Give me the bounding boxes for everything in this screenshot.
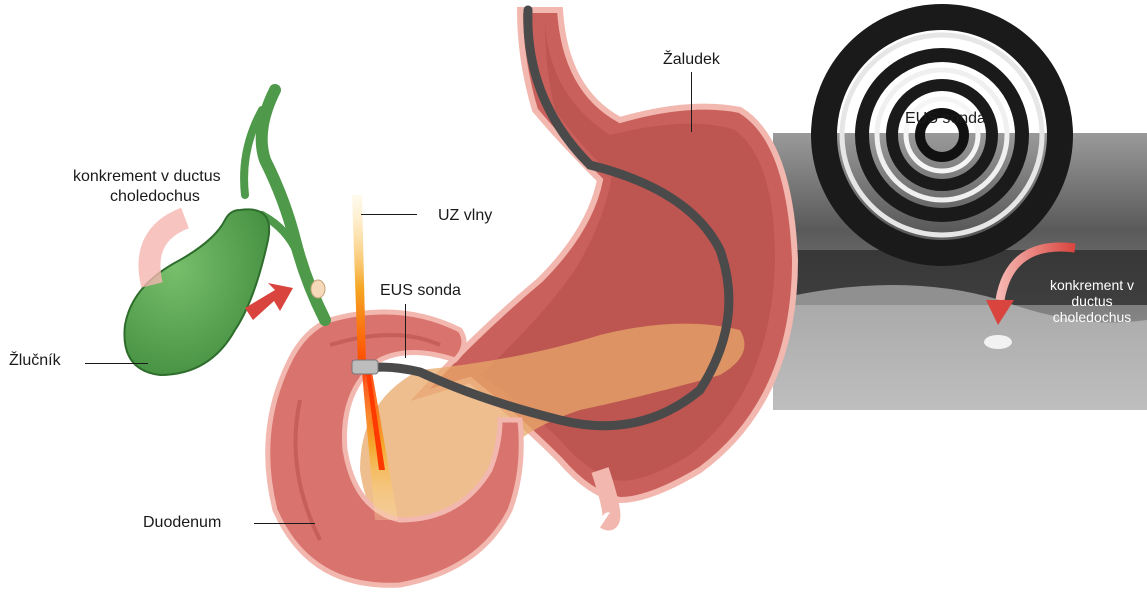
us-stone-line1: konkrement v <box>1037 277 1147 293</box>
probe-tip <box>352 360 378 374</box>
label-stone-line1: konkrement v ductus <box>73 167 221 186</box>
label-gallbladder: Žlučník <box>9 351 61 370</box>
label-stomach: Žaludek <box>663 50 720 69</box>
duct-stone <box>311 280 325 298</box>
leader-eus-probe <box>405 304 406 358</box>
leader-gallbladder <box>85 363 148 364</box>
leader-us-waves <box>361 214 417 215</box>
us-stone-line3: choledochus <box>1037 309 1147 325</box>
label-us-waves: UZ vlny <box>438 206 492 225</box>
leader-duodenum <box>254 523 315 524</box>
us-stone-line2: ductus <box>1037 293 1147 309</box>
label-eus-probe-top: EUS sonda <box>905 109 986 128</box>
label-eus-probe: EUS sonda <box>380 281 461 300</box>
label-us-stone: konkrement v ductus choledochus <box>1037 277 1147 325</box>
ultrasound-image <box>773 17 1147 410</box>
gallbladder <box>124 209 269 375</box>
label-duodenum: Duodenum <box>143 513 221 532</box>
us-stone <box>984 335 1012 349</box>
label-stone-line2: choledochus <box>110 187 200 206</box>
leader-stomach <box>691 72 692 132</box>
